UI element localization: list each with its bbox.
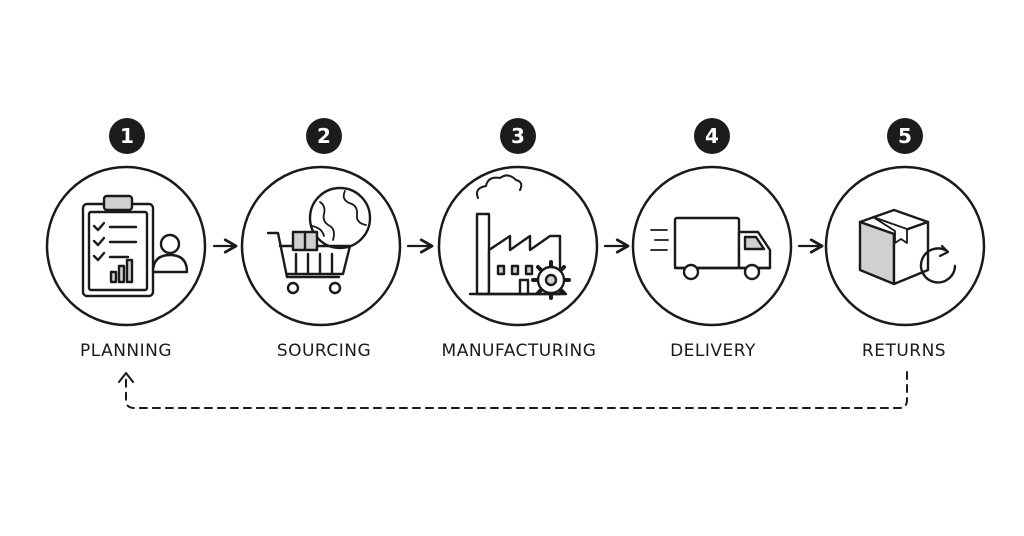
step-circle-returns [824,165,986,327]
step-label-sourcing: SOURCING [276,341,372,361]
box-return-icon [858,208,957,286]
step-circle-delivery [631,165,793,327]
delivery-truck-icon [650,216,772,281]
step-number-badge: 4 [694,118,730,154]
step-number-badge: 5 [887,118,923,154]
step-label-planning: PLANNING [79,341,173,361]
step-label-returns: RETURNS [861,341,947,361]
step-label-manufacturing: MANUFACTURING [441,341,597,361]
step-circle-planning [45,165,207,327]
return-loop-arrow [125,371,908,409]
step-number-badge: 3 [500,118,536,154]
step-number-badge: 1 [109,118,145,154]
step-label-delivery: DELIVERY [670,341,756,361]
step-circle-manufacturing [437,165,599,327]
return-loop-arrowhead [118,372,134,383]
step-circle-sourcing [240,165,402,327]
step-number-badge: 2 [306,118,342,154]
clipboard-person-icon [81,194,189,298]
factory-gear-icon [468,174,571,300]
cart-globe-icon [266,186,372,295]
